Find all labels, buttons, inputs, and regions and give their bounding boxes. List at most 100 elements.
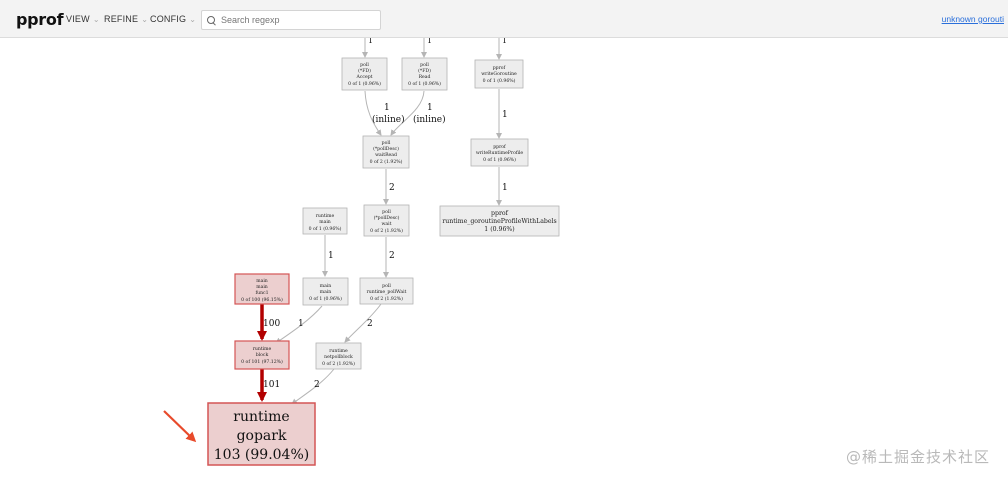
node-label: pprof xyxy=(491,210,509,217)
node-label: poll xyxy=(420,62,429,68)
node-label: 0 of 2 (1.92%) xyxy=(370,295,403,302)
node-runtime-block[interactable]: runtime block 0 of 101 (97.12%) xyxy=(234,340,290,370)
node-runtime-netpollblock[interactable]: runtime netpollblock 0 of 2 (1.92%) xyxy=(315,342,362,370)
node-label: 0 of 1 (0.96%) xyxy=(309,295,342,302)
node-label: (*FD) xyxy=(418,67,431,74)
config-menu-label: CONFIG xyxy=(150,14,187,24)
node-pprof-writeruntimeprofile[interactable]: pprof writeRuntimeProfile 0 of 1 (0.96%) xyxy=(470,138,529,167)
node-poll-runtime-pollwait[interactable]: poll runtime_pollWait 0 of 2 (1.92%) xyxy=(359,277,414,305)
node-poll-fd-accept[interactable]: poll (*FD) Accept 0 of 1 (0.96%) xyxy=(341,57,388,91)
node-label: runtime xyxy=(316,213,335,219)
edge-label: 1 xyxy=(328,251,334,261)
edge-label: 1 xyxy=(502,38,507,45)
chevron-down-icon: ⌄ xyxy=(92,14,100,24)
watermark: @稀土掘金技术社区 xyxy=(845,448,990,466)
annotation-arrow xyxy=(163,410,197,443)
node-label: poll xyxy=(360,62,369,68)
edge-netpollblock-gopark xyxy=(291,368,335,405)
node-label: (*pollDesc) xyxy=(374,214,400,221)
node-label: 0 of 1 (0.96%) xyxy=(408,80,441,87)
node-label: block xyxy=(256,352,269,358)
top-bar: pprof VIEW ⌄ REFINE ⌄ CONFIG ⌄ unknown g… xyxy=(0,0,1008,38)
node-label: 0 of 2 (1.92%) xyxy=(322,360,355,367)
edge-accept-waitread xyxy=(364,90,382,136)
edge-label: (inline) xyxy=(372,114,405,125)
edge-label: 2 xyxy=(389,251,395,261)
node-label: 1 (0.96%) xyxy=(484,226,514,233)
search-input[interactable] xyxy=(221,15,371,25)
node-main-main[interactable]: main main 0 of 1 (0.96%) xyxy=(302,277,349,306)
node-label: writeRuntimeProfile xyxy=(476,150,524,156)
node-label: 0 of 1 (0.96%) xyxy=(348,80,381,87)
node-label: 0 of 2 (1.92%) xyxy=(370,227,403,234)
node-label: netpollblock xyxy=(324,354,353,360)
node-label: main xyxy=(320,283,332,289)
node-poll-polldesc-wait[interactable]: poll (*pollDesc) wait 0 of 2 (1.92%) xyxy=(363,204,410,237)
node-poll-fd-read[interactable]: poll (*FD) Read 0 of 1 (0.96%) xyxy=(401,57,448,91)
edge-label: 1 xyxy=(502,183,508,193)
node-label: wait xyxy=(382,221,392,227)
chevron-down-icon: ⌄ xyxy=(189,14,197,24)
node-label: main xyxy=(320,289,332,295)
chevron-down-icon: ⌄ xyxy=(141,14,149,24)
profile-name-link[interactable]: unknown gorouti xyxy=(941,14,1004,24)
node-label: 103 (99.04%) xyxy=(214,447,309,463)
node-label: 0 of 1 (0.96%) xyxy=(483,77,516,84)
node-label: main xyxy=(319,219,331,225)
node-label: poll xyxy=(382,140,391,146)
edge-label: 2 xyxy=(367,319,373,329)
node-label: (*pollDesc) xyxy=(373,145,399,152)
node-label: pprof xyxy=(493,144,506,150)
node-label: runtime_pollWait xyxy=(367,289,407,295)
edge-label: 101 xyxy=(263,380,280,390)
edge-label: 1 xyxy=(384,103,390,113)
node-label: main xyxy=(256,284,268,290)
edge-read-waitread xyxy=(390,90,425,136)
refine-menu[interactable]: REFINE ⌄ xyxy=(104,14,148,24)
node-main-main-func1[interactable]: main main func1 0 of 100 (96.15%) xyxy=(234,273,290,305)
search-box[interactable] xyxy=(201,10,381,30)
node-label: pprof xyxy=(493,65,506,71)
view-menu[interactable]: VIEW ⌄ xyxy=(66,14,100,24)
node-runtime-main[interactable]: runtime main 0 of 1 (0.96%) xyxy=(302,207,348,235)
node-label: gopark xyxy=(237,428,287,444)
node-label: 0 of 101 (97.12%) xyxy=(241,358,283,365)
edge-label: 2 xyxy=(389,183,395,193)
edge-label: 100 xyxy=(263,319,280,329)
config-menu[interactable]: CONFIG ⌄ xyxy=(150,14,196,24)
node-label: 0 of 1 (0.96%) xyxy=(309,225,342,232)
node-label: main xyxy=(256,278,268,284)
node-label: runtime xyxy=(233,409,289,425)
node-label: Accept xyxy=(356,74,373,80)
node-poll-polldesc-waitread[interactable]: poll (*pollDesc) waitRead 0 of 2 (1.92%) xyxy=(362,135,410,169)
node-label: waitRead xyxy=(375,152,397,158)
graph-edges xyxy=(275,38,502,405)
edge-label: 1 xyxy=(502,110,508,120)
refine-menu-label: REFINE xyxy=(104,14,139,24)
edge-mainmain-block xyxy=(275,305,323,344)
edge-label: (inline) xyxy=(413,114,446,125)
edge-pollwait-netpollblock xyxy=(344,303,382,343)
node-label: 0 of 1 (0.96%) xyxy=(483,156,516,163)
node-label: func1 xyxy=(255,290,268,296)
node-pprof-goroutineprofilewithlabels[interactable]: pprof runtime_goroutineProfileWithLabels… xyxy=(439,205,560,237)
node-label: (*FD) xyxy=(358,67,371,74)
view-menu-label: VIEW xyxy=(66,14,90,24)
node-label: runtime_goroutineProfileWithLabels xyxy=(442,218,556,225)
node-pprof-writegoroutine[interactable]: pprof writeGoroutine 0 of 1 (0.96%) xyxy=(474,59,524,89)
node-label: runtime xyxy=(253,346,272,352)
edge-label: 2 xyxy=(314,380,320,390)
call-graph-svg: 1 1 1 1 (inline) 1 (inline) 1 1 2 1 2 10… xyxy=(163,36,560,466)
call-graph[interactable]: 1 1 1 1 (inline) 1 (inline) 1 1 2 1 2 10… xyxy=(0,36,1008,483)
edge-label: 1 xyxy=(298,319,304,329)
node-label: 0 of 100 (96.15%) xyxy=(241,296,283,303)
edge-labels: 1 1 1 1 (inline) 1 (inline) 1 1 2 1 2 10… xyxy=(263,36,508,390)
edge-label: 1 xyxy=(427,103,433,113)
node-label: 0 of 2 (1.92%) xyxy=(370,158,403,165)
graph-nodes: poll (*FD) Accept 0 of 1 (0.96%) poll (*… xyxy=(207,57,560,466)
node-runtime-gopark[interactable]: runtime gopark 103 (99.04%) xyxy=(207,402,316,466)
edge-label: 1 xyxy=(368,38,373,45)
edge-label: 1 xyxy=(427,38,432,45)
pprof-logo[interactable]: pprof xyxy=(16,10,64,29)
node-label: poll xyxy=(382,283,391,289)
